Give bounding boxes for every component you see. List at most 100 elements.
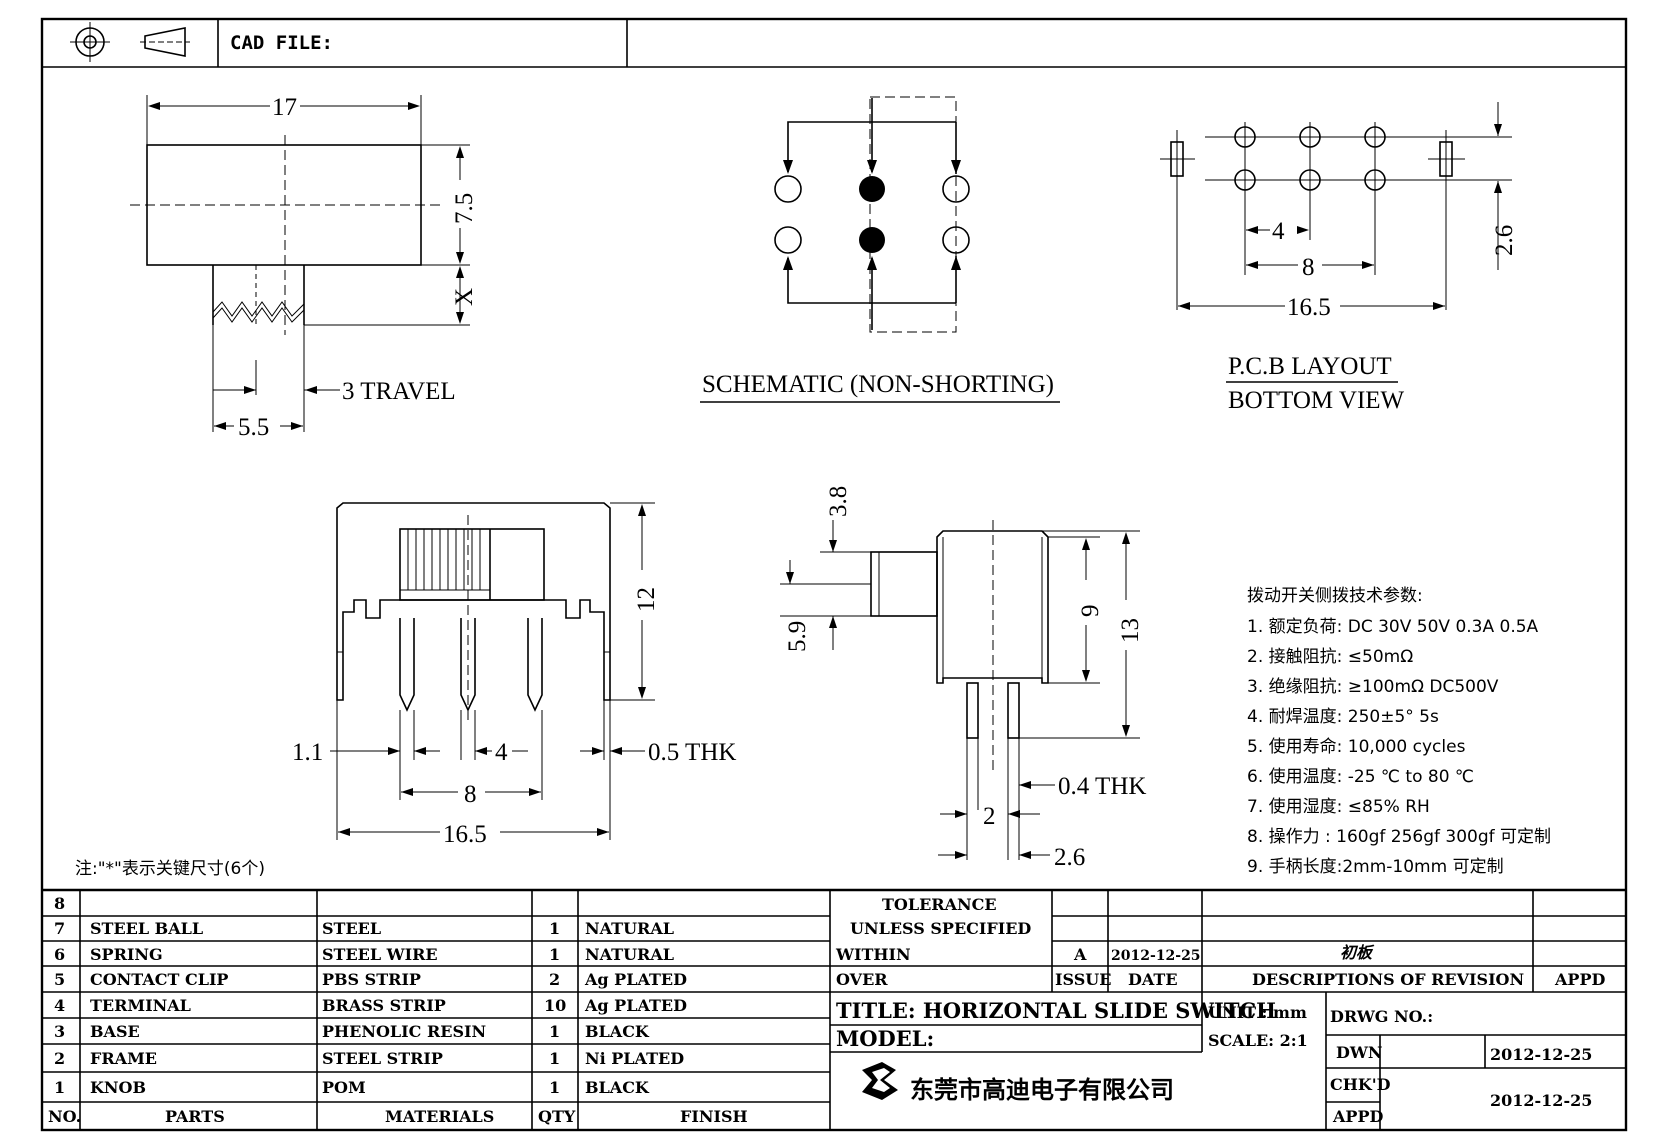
dwn-date: 2012-12-25 xyxy=(1490,1045,1592,1064)
top-knob-dim: 5.5 xyxy=(238,414,269,441)
side-pitch-dim: 2 xyxy=(983,803,996,830)
bom-cell: BLACK xyxy=(585,1078,650,1097)
bom-cell: STEEL STRIP xyxy=(322,1049,443,1068)
chkd-label: CHK'D xyxy=(1330,1075,1391,1094)
unless-specified-label: UNLESS SPECIFIED xyxy=(850,919,1031,938)
bom-cell: 6 xyxy=(54,945,65,964)
bom-cell: 1 xyxy=(549,1078,560,1097)
front-height-dim: 12 xyxy=(633,587,660,612)
bom-cell: FRAME xyxy=(90,1049,157,1068)
bom-cell: 1 xyxy=(549,919,560,938)
pcb-title-line1: P.C.B LAYOUT xyxy=(1228,353,1392,380)
bom-cell: 1 xyxy=(54,1078,65,1097)
bom-cell: PBS STRIP xyxy=(322,970,421,989)
bom-cell: STEEL BALL xyxy=(90,919,203,938)
projection-cone-icon xyxy=(140,27,190,57)
spec-item: 4. 耐焊温度: 250±5° 5s xyxy=(1247,707,1439,727)
issue-label: ISSUE xyxy=(1055,970,1111,989)
bom-cell: Ag PLATED xyxy=(584,996,687,1015)
header-block: CAD FILE: xyxy=(70,19,628,67)
bom-cell: SPRING xyxy=(90,945,163,964)
bom-header: NO. xyxy=(48,1107,81,1126)
spec-item: 8. 操作力 : 160gf 256gf 300gf 可定制 xyxy=(1247,827,1551,847)
side-outer-dim: 2.6 xyxy=(1054,844,1085,871)
spec-title: 拨动开关侧拨技术参数: xyxy=(1247,586,1423,606)
top-length-dim: 17 xyxy=(272,94,297,121)
bom-cell: Ag PLATED xyxy=(584,970,687,989)
bom-cell: 10 xyxy=(544,996,566,1015)
company-logo-icon xyxy=(862,1062,898,1100)
bom-cell: TERMINAL xyxy=(90,996,191,1015)
bom-cell: BASE xyxy=(90,1022,140,1041)
date-label: DATE xyxy=(1128,970,1178,989)
spec-item: 1. 额定负荷: DC 30V 50V 0.3A 0.5A xyxy=(1247,617,1539,637)
schematic-title: SCHEMATIC (NON-SHORTING) xyxy=(702,371,1054,398)
appd-label: APPD xyxy=(1332,1107,1383,1126)
side-thk-dim: 0.4 THK xyxy=(1058,773,1146,800)
bom-cell: CONTACT CLIP xyxy=(90,970,228,989)
scale-label: SCALE: 2:1 xyxy=(1208,1031,1308,1050)
side-body-dim: 9 xyxy=(1077,605,1104,618)
bom-cell: 2 xyxy=(549,970,560,989)
drwg-no-label: DRWG NO.: xyxy=(1330,1007,1433,1026)
side-view: 3.8 5.9 9 13 0.4 THK 2 xyxy=(780,486,1146,871)
bom-cell: BRASS STRIP xyxy=(322,996,446,1015)
over-label: OVER xyxy=(836,970,888,989)
bom-cell: 8 xyxy=(54,894,65,913)
top-height-dim: 7.5 xyxy=(451,193,478,224)
spec-item: 9. 手柄长度:2mm-10mm 可定制 xyxy=(1247,857,1504,877)
appd-header-label: APPD xyxy=(1554,970,1605,989)
bom-cell: POM xyxy=(322,1078,366,1097)
sheet-border xyxy=(40,17,1628,1132)
pcb-span-dim: 8 xyxy=(1302,254,1315,281)
top-view: 17 7.5 X 3 TRAVEL 5.5 xyxy=(130,94,478,441)
projection-circle-icon xyxy=(70,22,110,62)
bom-cell: 7 xyxy=(54,919,65,938)
bom-cell: STEEL WIRE xyxy=(322,945,438,964)
spec-item: 2. 接触阻抗: ≤50mΩ xyxy=(1247,647,1413,667)
issue-value: A xyxy=(1073,945,1087,964)
bom-header: PARTS xyxy=(165,1107,225,1126)
bom-cell: NATURAL xyxy=(585,919,674,938)
key-dimension-note: 注:"*"表示关键尺寸(6个) xyxy=(75,859,265,879)
title-block: TOLERANCE UNLESS SPECIFIED WITHIN OVER A… xyxy=(830,890,1626,1130)
tolerance-label: TOLERANCE xyxy=(882,895,997,914)
bom-header: FINISH xyxy=(680,1107,748,1126)
front-view: 12 1.1 4 0.5 THK 8 1 xyxy=(292,502,736,848)
spec-item: 7. 使用湿度: ≤85% RH xyxy=(1247,796,1430,817)
bom-header: QTY xyxy=(538,1107,576,1126)
pcb-layout-view: 4 8 16.5 2.6 P.C.B LAYOUT BOTTOM VIEW xyxy=(1160,102,1518,414)
bom-cell: NATURAL xyxy=(585,945,674,964)
revision-note: 初板 xyxy=(1340,943,1375,962)
unit-label: UNIT : mm xyxy=(1208,1003,1307,1022)
front-span-dim: 8 xyxy=(464,781,477,808)
spec-item: 5. 使用寿命: 10,000 cycles xyxy=(1247,736,1466,757)
bom-cell: 4 xyxy=(54,996,65,1015)
top-travel-dim: 3 TRAVEL xyxy=(342,378,456,405)
side-knob-h-dim: 5.9 xyxy=(784,621,811,652)
side-knob-w-dim: 3.8 xyxy=(825,486,852,517)
bom-header: MATERIALS xyxy=(385,1107,494,1126)
bom-cell: PHENOLIC RESIN xyxy=(322,1022,486,1041)
chkd-date: 2012-12-25 xyxy=(1490,1091,1592,1110)
spec-list: 拨动开关侧拨技术参数: 1. 额定负荷: DC 30V 50V 0.3A 0.5… xyxy=(1247,586,1551,877)
schematic-view: SCHEMATIC (NON-SHORTING) xyxy=(700,96,1060,403)
pcb-title-line2: BOTTOM VIEW xyxy=(1228,387,1405,414)
company-name: 东莞市高迪电子有限公司 xyxy=(910,1076,1174,1104)
bom-cell: Ni PLATED xyxy=(585,1049,684,1068)
descriptions-label: DESCRIPTIONS OF REVISION xyxy=(1252,970,1524,989)
pcb-row-dim: 2.6 xyxy=(1491,225,1518,256)
front-pitch-dim: 4 xyxy=(495,739,508,766)
bom-cell: STEEL xyxy=(322,919,381,938)
pcb-total-dim: 16.5 xyxy=(1287,294,1331,321)
bom-cell: KNOB xyxy=(90,1078,146,1097)
top-x-dim: X xyxy=(451,288,478,306)
date-value: 2012-12-25 xyxy=(1111,948,1201,964)
front-total-dim: 16.5 xyxy=(443,821,487,848)
spec-item: 6. 使用温度: -25 ℃ to 80 ℃ xyxy=(1247,766,1474,787)
side-total-dim: 13 xyxy=(1117,618,1144,643)
bom-cell: 2 xyxy=(54,1049,65,1068)
bom-cell: 1 xyxy=(549,945,560,964)
cad-file-label: CAD FILE: xyxy=(230,32,333,54)
